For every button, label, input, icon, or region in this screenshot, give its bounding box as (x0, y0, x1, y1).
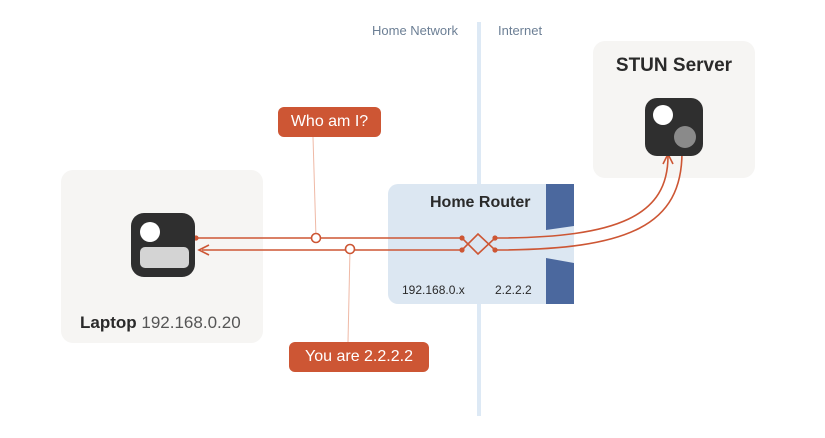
router-wan-ip: 2.2.2.2 (495, 283, 532, 297)
response-callout: You are 2.2.2.2 (289, 342, 429, 372)
stun-server-title: STUN Server (615, 55, 733, 76)
request-leader (312, 136, 317, 239)
home-network-label: Home Network (372, 23, 458, 38)
request-path (196, 155, 669, 256)
stun-server-icon (645, 98, 703, 156)
response-marker (344, 243, 356, 255)
nat-passage (546, 226, 574, 263)
nat-dot (459, 235, 465, 241)
response-arrowhead (197, 244, 210, 256)
laptop-name: Laptop (80, 313, 137, 332)
laptop-ip: 192.168.0.20 (141, 313, 241, 332)
nat-dot (459, 247, 465, 253)
internet-label: Internet (498, 23, 543, 38)
request-marker (310, 232, 322, 244)
response-path (202, 151, 683, 251)
laptop-label: Laptop 192.168.0.20 (80, 313, 241, 333)
router-lan-ip: 192.168.0.x (402, 283, 465, 297)
home-router-node (388, 184, 558, 304)
request-callout: Who am I? (278, 107, 381, 137)
response-leader (347, 248, 351, 343)
nat-dot (492, 247, 498, 253)
nat-dot (492, 235, 498, 241)
laptop-icon (131, 213, 195, 277)
home-router-title: Home Router (430, 194, 531, 211)
